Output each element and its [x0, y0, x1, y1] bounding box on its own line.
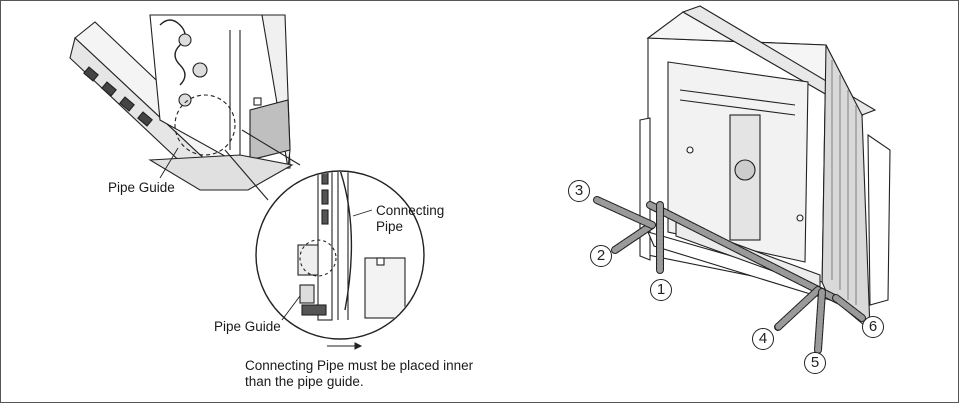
- connecting-pipe-label-line1: Connecting: [376, 203, 445, 218]
- pipe-number-5: 5: [804, 352, 826, 374]
- direction-arrow: [327, 342, 363, 350]
- pipe-guide-label-detail: Pipe Guide: [214, 319, 281, 334]
- zoom-callout: [224, 129, 301, 201]
- pipe-number-2: 2: [590, 245, 612, 267]
- pipe-number-4: 4: [752, 328, 774, 350]
- placement-note-line1: Connecting Pipe must be placed inner: [245, 358, 474, 373]
- connecting-pipe-label-line2: Pipe: [376, 219, 404, 234]
- pipe-number-1: 1: [650, 279, 672, 301]
- pipe-number-3: 3: [568, 180, 590, 202]
- detail-zoom-circle: [255, 170, 425, 340]
- placement-note-line2: than the pipe guide.: [245, 374, 364, 389]
- connecting-pipe-leader: [352, 209, 373, 217]
- pipe-guide-detail-leader: [281, 295, 301, 321]
- pipe-guide-label-overview: Pipe Guide: [108, 180, 175, 195]
- piping: [593, 196, 866, 354]
- unit-base-perspective: [69, 14, 294, 191]
- indoor-unit-rear: [639, 5, 891, 332]
- pipe-number-6: 6: [862, 316, 884, 338]
- pipe-guide-leader: [159, 147, 179, 179]
